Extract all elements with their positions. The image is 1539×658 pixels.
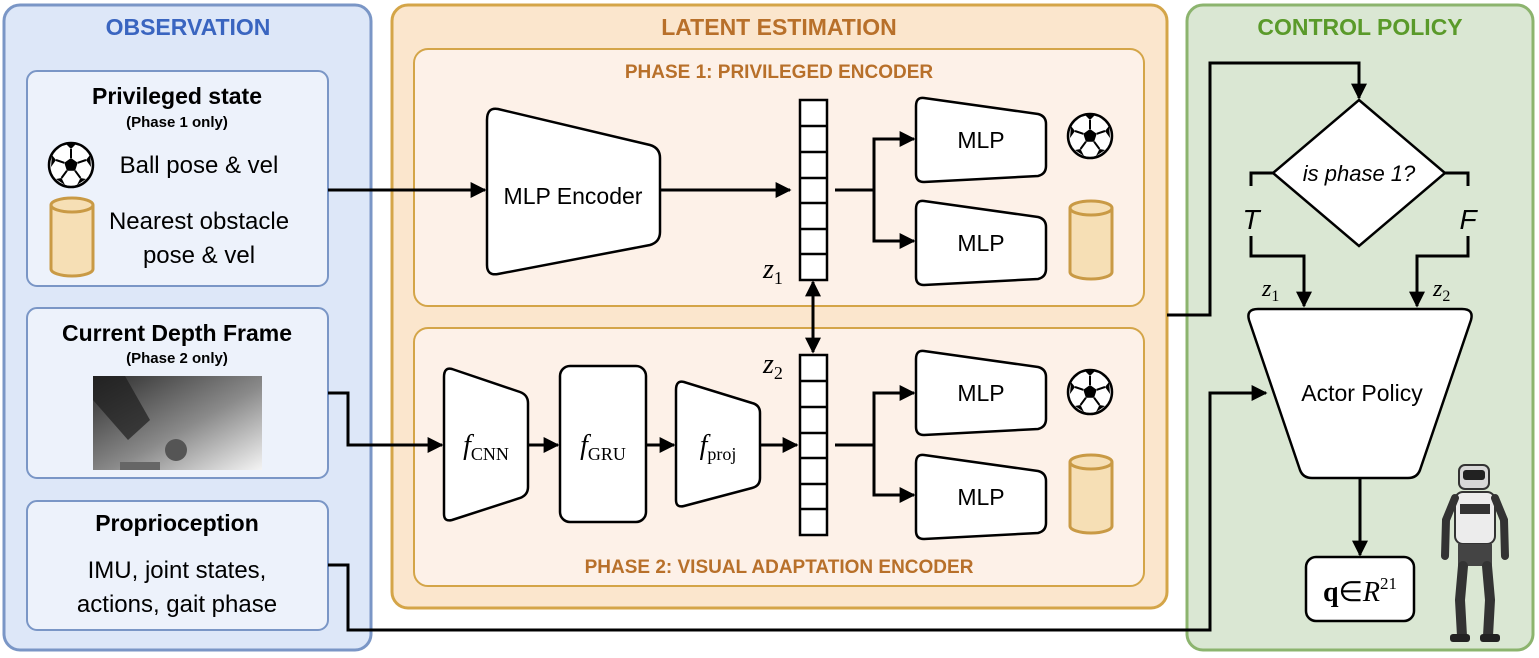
privileged-state-box [26,70,329,287]
depth-frame-subtitle: (Phase 2 only) [126,350,228,367]
phase2-title: PHASE 2: VISUAL ADAPTATION ENCODER [585,557,974,578]
action-output-label: q∈R21 [1323,574,1397,608]
obstacle-label-line2: pose & vel [143,242,255,269]
cylinder-obstacle-icon [1068,199,1114,281]
mlp-head-obstacle-p1-label: MLP [957,230,1004,256]
humanoid-robot-icon [1441,464,1509,642]
actor-policy-block [1247,307,1473,480]
true-label: T [1242,204,1261,235]
z2-label: z2 [762,349,783,383]
latent-estimation-title: LATENT ESTIMATION [661,14,897,40]
decision-false-to-actor [1409,236,1470,308]
mlp-head-obstacle-p1 [914,199,1048,287]
arrow-depth-to-cnn [328,391,444,453]
mlp-encoder-label: MLP Encoder [504,183,643,209]
mlp-head-ball-p1-label: MLP [957,127,1004,153]
f-proj-label: fproj [700,430,737,464]
decision-true-to-actor [1249,236,1312,308]
arrow-proprio-to-actor [328,385,1268,632]
connectors [328,61,1470,632]
mlp-head-ball-p1 [914,96,1048,184]
mlp-head-obstacle-p2 [914,453,1048,541]
mlp-head-ball-p2-label: MLP [957,380,1004,406]
z1-input-label: z1 [1261,276,1279,305]
control-policy-title: CONTROL POLICY [1257,14,1462,40]
privileged-state-title: Privileged state [92,83,262,109]
f-proj-block [674,380,762,508]
proprioception-title: Proprioception [95,510,259,536]
arrow-latent-to-decision [1167,61,1367,317]
latent-vector-z1 [798,98,829,282]
cylinder-obstacle-icon [1068,453,1114,535]
arrow-z2-to-obstacle-head [872,445,916,503]
privileged-state-subtitle: (Phase 1 only) [126,114,228,131]
actor-policy-label: Actor Policy [1301,380,1423,406]
z2-input-label: z2 [1432,276,1450,305]
arrow-z2-to-heads [835,385,916,447]
arrow-z1-to-obstacle-head [872,190,916,249]
action-output-box [1304,555,1416,623]
decision-label: is phase 1? [1303,161,1416,186]
mlp-head-ball-p2 [914,349,1048,437]
f-gru-label: fGRU [580,430,626,464]
mlp-head-obstacle-p2-label: MLP [957,484,1004,510]
proprioception-line2: actions, gait phase [77,591,277,618]
soccer-ball-icon [47,141,95,189]
z1-label: z1 [762,254,783,288]
false-label: F [1459,204,1478,235]
phase-decision-diamond [1271,98,1447,248]
proprioception-line1: IMU, joint states, [88,557,267,584]
arrow-z1-to-heads [835,131,916,192]
depth-image [93,376,262,470]
depth-frame-title: Current Depth Frame [62,320,292,346]
f-cnn-label: fCNN [463,430,509,464]
soccer-ball-icon [1066,112,1114,160]
phase1-title: PHASE 1: PRIVILEGED ENCODER [625,62,934,83]
obstacle-label-line1: Nearest obstacle [109,208,289,235]
latent-vector-z2 [798,353,829,537]
decision-false-branch [1445,171,1470,186]
cylinder-obstacle-icon [49,196,95,278]
ball-pose-label: Ball pose & vel [120,152,279,179]
f-cnn-block [442,367,530,522]
observation-title: OBSERVATION [106,14,271,40]
soccer-ball-icon [1066,368,1114,416]
decision-true-branch [1249,171,1273,186]
mlp-encoder-block [485,107,662,276]
